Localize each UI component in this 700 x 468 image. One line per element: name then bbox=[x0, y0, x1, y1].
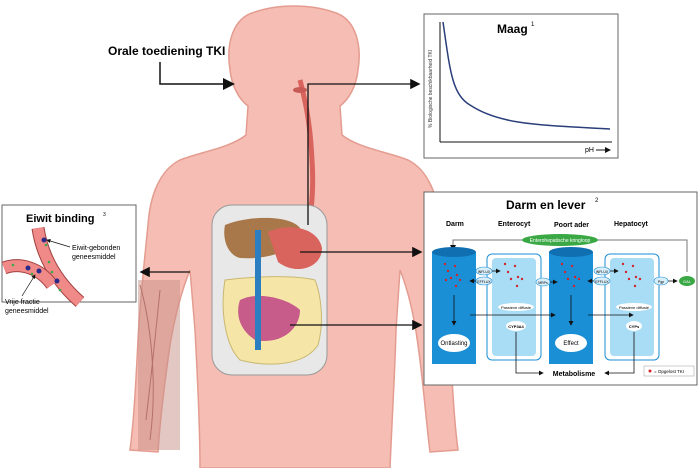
efflux-2: EFFLUX bbox=[595, 280, 609, 284]
effect-node bbox=[555, 334, 587, 352]
darm-panel: Darm en lever 2 Darm Enterocyt Poort ade… bbox=[423, 191, 698, 386]
free-label-line2: geneesmiddel bbox=[5, 308, 49, 315]
influx-1: INFLUX bbox=[478, 270, 491, 274]
maag-ref: 1 bbox=[531, 22, 535, 28]
maag-curve bbox=[442, 21, 611, 130]
loop-label: Enterohepatische kringloop bbox=[530, 238, 591, 244]
column-poort-ader: Poort ader bbox=[554, 222, 589, 229]
maag-title: Maag bbox=[497, 22, 528, 36]
stomach bbox=[268, 227, 322, 270]
efflux-1: EFFLUX bbox=[477, 280, 491, 284]
effect-label: Effect bbox=[563, 341, 579, 347]
legend-label: = Opgelost TKI bbox=[654, 369, 684, 374]
darm-ref: 2 bbox=[595, 198, 599, 204]
passive-2: Passieve diffusie bbox=[619, 305, 650, 310]
bound-label-line2: geneesmiddel bbox=[72, 254, 116, 261]
loop-badge bbox=[522, 234, 598, 246]
pgp-label: Pgp bbox=[658, 280, 664, 284]
passive-1: Passieve diffusie bbox=[501, 305, 532, 310]
eiwit-panel: Eiwit binding 3 Eiwit-gebonden geneesmid… bbox=[1, 204, 137, 315]
column-hepatocyt: Hepatocyt bbox=[614, 221, 649, 228]
cyp3a4-label: CYP3A4 bbox=[508, 324, 524, 329]
oral-arrow bbox=[159, 62, 235, 90]
darm-title: Darm en lever bbox=[506, 198, 586, 212]
ontlasting-node bbox=[438, 334, 470, 352]
free-label-line1: Vrije fractie bbox=[5, 299, 40, 306]
legend bbox=[643, 365, 695, 377]
mrp-label: MRPs bbox=[538, 281, 548, 285]
column-darm: Darm bbox=[446, 221, 464, 228]
column-enterocyt: Enterocyt bbox=[498, 221, 531, 228]
gal-label: GAL bbox=[683, 279, 692, 284]
drug-dots bbox=[443, 262, 642, 288]
human-body bbox=[129, 5, 459, 468]
eiwit-ref: 3 bbox=[103, 212, 106, 218]
bound-label-line1: Eiwit-gebonden bbox=[72, 245, 120, 252]
influx-2: INFLUX bbox=[596, 270, 609, 274]
gal-node bbox=[679, 276, 695, 286]
maag-xlabel: pH bbox=[585, 147, 594, 154]
eiwit-title: Eiwit binding bbox=[26, 213, 94, 225]
cyps-label: CYPs bbox=[629, 324, 640, 329]
maag-ylabel: % Biologische beschikbaarheid TKI bbox=[428, 50, 434, 128]
ontlasting-label: Ontlasting bbox=[440, 341, 467, 347]
stomach-arrow bbox=[307, 78, 421, 225]
maag-panel: Maag 1 % Biologische beschikbaarheid TKI… bbox=[423, 13, 619, 159]
oral-label: Orale toediening TKI bbox=[108, 44, 225, 58]
metabolisme-label: Metabolisme bbox=[553, 371, 596, 378]
